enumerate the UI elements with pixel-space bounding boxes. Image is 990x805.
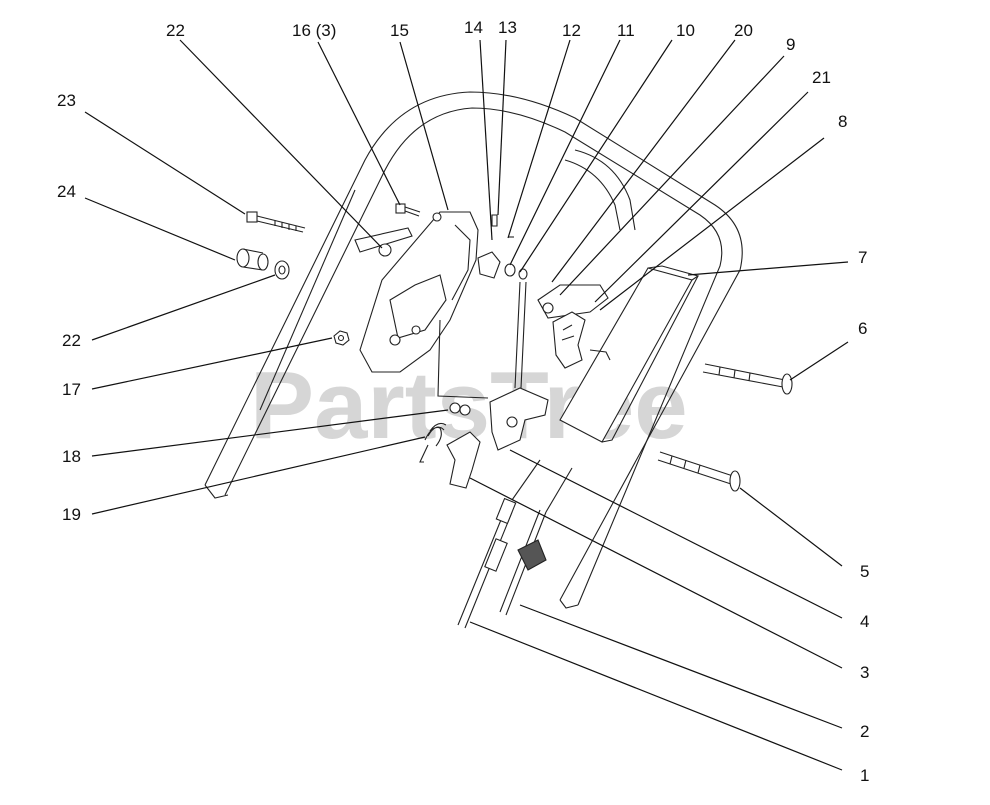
callout-21: 21 (812, 68, 831, 87)
callout-12: 12 (562, 21, 581, 40)
part-22-bracket (354, 227, 413, 257)
callout-24: 24 (57, 182, 76, 201)
part-4-bracket (489, 387, 549, 451)
part-18-washer (449, 402, 471, 416)
leader-23 (84, 111, 246, 215)
callout-23: 23 (57, 91, 76, 110)
control-rod (437, 281, 527, 399)
leader-9 (559, 55, 785, 296)
callout-16: 16 (3) (292, 21, 336, 40)
leader-10 (519, 39, 673, 273)
part-16-screw (395, 203, 421, 217)
leader-15 (399, 41, 449, 211)
callout-8: 8 (838, 112, 847, 131)
leader-19 (91, 436, 426, 515)
part-8-trigger (552, 311, 586, 369)
part-13-14-pins (491, 214, 514, 238)
part-23-bolt (246, 211, 306, 233)
callout-1: 1 (860, 766, 869, 785)
leader-18 (91, 409, 449, 457)
part-22-washer (274, 260, 290, 280)
leader-8 (599, 137, 825, 311)
callout-9: 9 (786, 35, 795, 54)
callout-labels: 1 2 3 4 5 6 7 8 9 10 11 12 13 14 15 16 (… (57, 18, 869, 785)
leader-6 (789, 341, 849, 381)
leader-3 (469, 477, 843, 669)
leader-22a (179, 39, 383, 249)
handle-frame (204, 91, 743, 609)
part-10-11-12-pivot (477, 251, 528, 280)
callout-6: 6 (858, 319, 867, 338)
callout-18: 18 (62, 447, 81, 466)
part-1-cable (457, 459, 541, 629)
part-7-handle-cover (559, 265, 700, 443)
leader-24 (84, 197, 236, 261)
leader-14 (479, 39, 493, 241)
callout-15: 15 (390, 21, 409, 40)
leader-21 (594, 91, 809, 303)
part-6-bolt (702, 363, 793, 395)
part-5-bolt (657, 451, 741, 492)
leader-lines (84, 39, 849, 771)
leader-16 (317, 41, 401, 206)
part-15-housing-plate (359, 211, 479, 373)
callout-11: 11 (617, 21, 635, 40)
callout-3: 3 (860, 663, 869, 682)
callout-10: 10 (676, 21, 695, 40)
leader-5 (739, 487, 843, 567)
callout-20: 20 (734, 21, 753, 40)
leader-22b (91, 274, 276, 341)
part-3-trigger (446, 431, 481, 489)
callout-5: 5 (860, 562, 869, 581)
leader-4 (509, 449, 843, 619)
callout-19: 19 (62, 505, 81, 524)
callout-13: 13 (498, 18, 517, 37)
leader-2 (519, 604, 843, 729)
callout-7: 7 (858, 248, 867, 267)
leader-13 (497, 39, 507, 216)
callout-17: 17 (62, 380, 81, 399)
callout-22-top: 22 (166, 21, 185, 40)
leader-17 (91, 337, 333, 390)
leader-7 (687, 261, 849, 276)
callout-2: 2 (860, 722, 869, 741)
part-24-spacer (236, 248, 269, 271)
leader-11 (509, 39, 621, 266)
part-17-nut (333, 330, 350, 346)
leader-20 (551, 39, 736, 283)
part-19-spring (419, 422, 447, 463)
part-2-cable (499, 467, 573, 616)
part-9-lever (537, 284, 609, 319)
leader-12 (507, 39, 571, 239)
callout-14: 14 (464, 18, 483, 37)
callout-4: 4 (860, 612, 869, 631)
leader-1 (469, 621, 843, 771)
callout-22-lower: 22 (62, 331, 81, 350)
